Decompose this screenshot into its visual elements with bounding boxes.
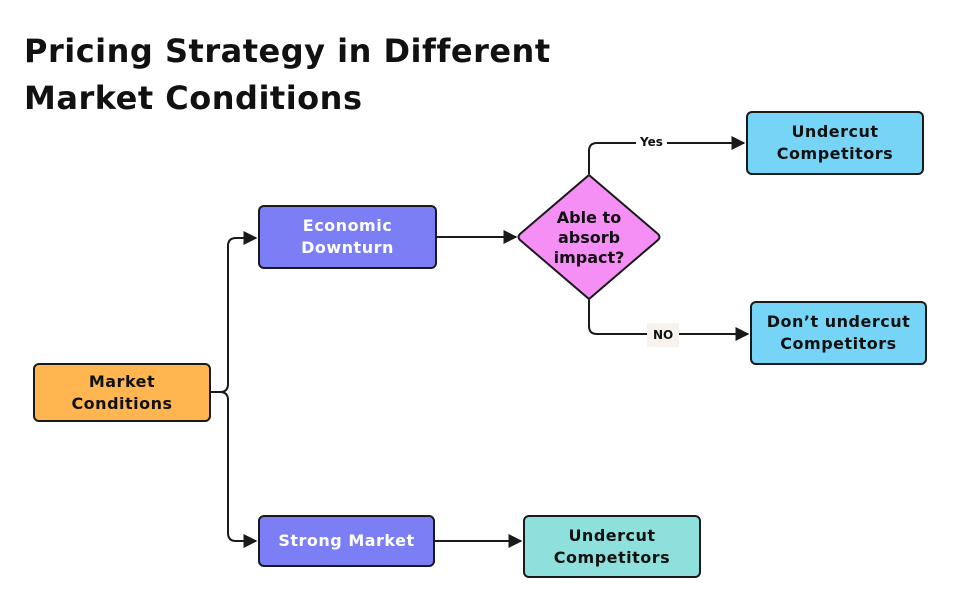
node-market-conditions: Market Conditions <box>33 363 211 422</box>
edge-label-yes: Yes <box>636 133 667 151</box>
edge-decision-no <box>588 300 750 341</box>
edge-decision-yes <box>588 136 746 174</box>
node-strong-outcome: Undercut Competitors <box>523 515 701 578</box>
node-no-outcome-label: Don’t undercut Competitors <box>766 312 911 353</box>
title-line-1: Pricing Strategy in Different <box>24 32 551 70</box>
node-strong-market-label: Strong Market <box>278 531 415 550</box>
edge-market-to-downturn <box>211 231 258 393</box>
node-no-outcome: Don’t undercut Competitors <box>750 301 927 365</box>
node-economic-downturn-label: Economic Downturn <box>301 216 394 257</box>
node-strong-outcome-label: Undercut Competitors <box>553 525 671 567</box>
node-strong-market: Strong Market <box>258 515 435 567</box>
node-economic-downturn: Economic Downturn <box>258 205 437 269</box>
node-yes-outcome-label: Undercut Competitors <box>776 122 894 163</box>
diagram-title: Pricing Strategy in Different Market Con… <box>24 28 551 122</box>
decision-label: Able to absorb impact? <box>553 207 625 267</box>
decision-diamond <box>517 173 661 301</box>
edge-market-to-strong <box>211 391 258 548</box>
edge-label-no: NO <box>647 323 680 347</box>
node-yes-outcome: Undercut Competitors <box>746 111 924 175</box>
title-line-2: Market Conditions <box>24 79 363 117</box>
node-market-conditions-label: Market Conditions <box>71 371 173 413</box>
decision-label-box: Able to absorb impact? <box>524 195 654 280</box>
